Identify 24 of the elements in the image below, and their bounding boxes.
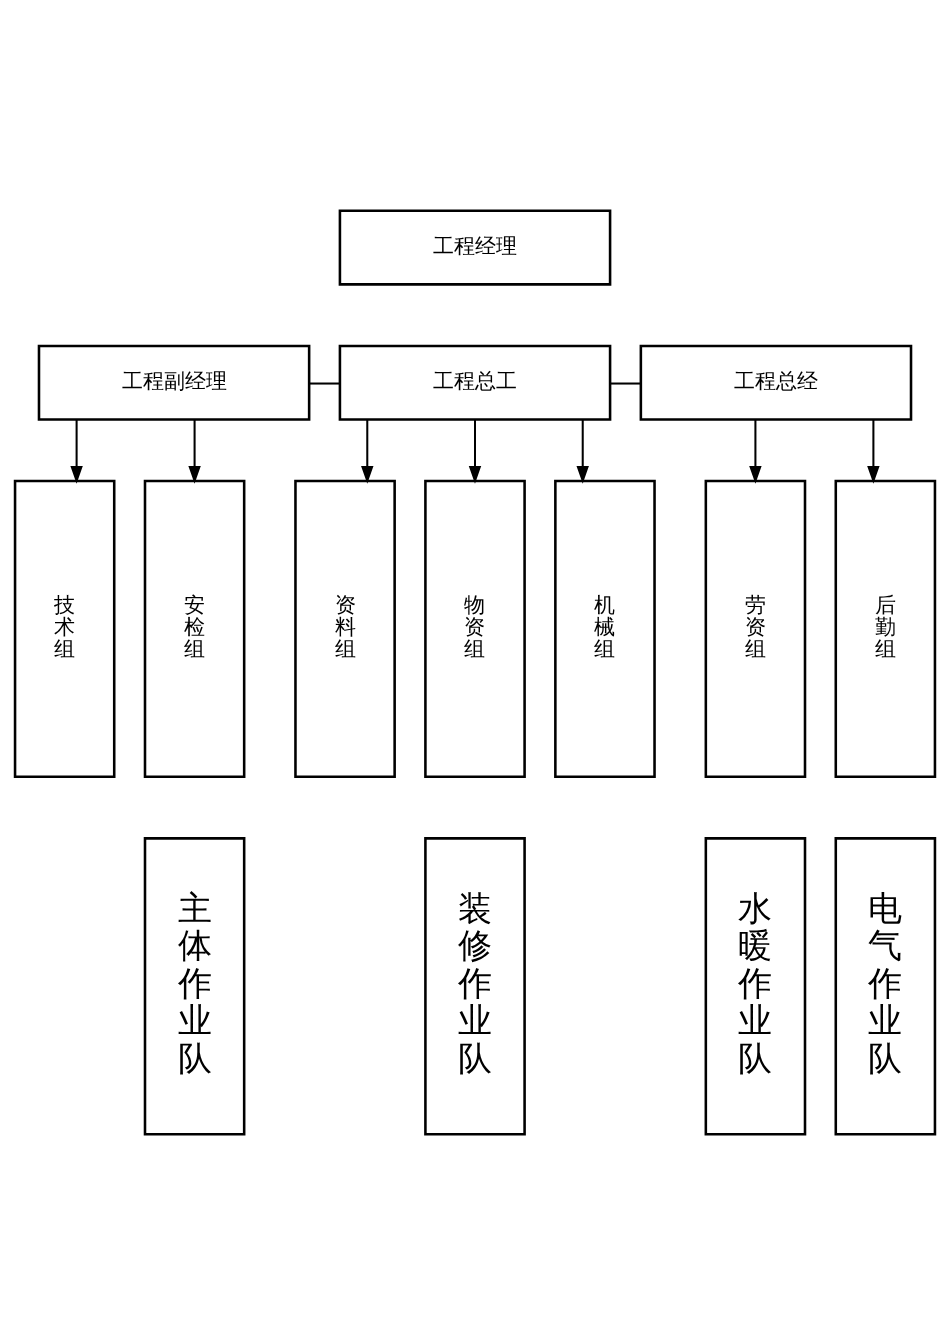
connector (610, 382, 641, 385)
node-box: 工程总工 (338, 344, 612, 421)
node-box: 电气作业队 (834, 836, 937, 1135)
arrow (867, 419, 880, 484)
node-box: 装修作业队 (424, 836, 526, 1135)
node-box: 主体作业队 (143, 836, 246, 1135)
node-box: 劳资组 (704, 479, 807, 778)
node-box: 机械组 (554, 479, 656, 778)
node-box: 物资组 (424, 479, 526, 778)
node-box: 安检组 (143, 479, 246, 778)
node-box: 工程总经 (639, 344, 913, 421)
node-box: 工程经理 (338, 209, 612, 286)
node-box: 后勤组 (834, 479, 937, 778)
arrow (576, 419, 589, 484)
arrow (361, 419, 374, 484)
arrow (70, 419, 83, 484)
arrow (188, 419, 201, 484)
connector (309, 382, 340, 385)
node-box: 水暖作业队 (704, 836, 807, 1135)
arrow (749, 419, 762, 484)
node-box: 工程副经理 (37, 344, 311, 421)
node-box: 资料组 (294, 479, 396, 778)
arrow (468, 419, 482, 484)
node-box: 技术组 (13, 479, 116, 778)
